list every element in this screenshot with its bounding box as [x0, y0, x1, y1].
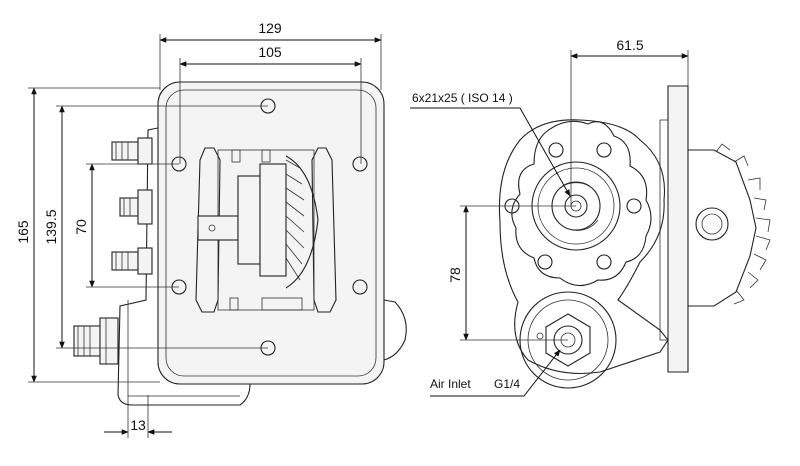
dim-offset-bottom: 13 — [130, 417, 146, 433]
left-studs — [111, 137, 153, 275]
dim-depth-side: 61.5 — [616, 37, 643, 53]
output-gear — [688, 143, 771, 307]
front-dimensions — [28, 34, 382, 438]
side-flange — [667, 85, 689, 373]
dim-width-overall: 129 — [258, 20, 282, 36]
dim-width-holes: 105 — [258, 44, 282, 60]
pump-housing — [498, 119, 669, 375]
housing-bulge — [383, 299, 407, 361]
air-inlet-thread: G1/4 — [494, 377, 520, 391]
front-view: 129 105 165 139.5 70 13 — [15, 20, 407, 438]
dim-height-overall: 165 — [15, 220, 31, 244]
dim-height-holes: 139.5 — [43, 209, 59, 244]
air-inlet-label: Air Inlet — [430, 377, 471, 391]
side-dimensions — [410, 50, 689, 397]
dim-height-inner: 70 — [73, 219, 89, 235]
side-view: 61.5 78 6x21x25 ( ISO 14 ) Air Inlet G1/… — [410, 37, 771, 397]
dim-spacing-vertical: 78 — [447, 267, 463, 283]
shaft-spec-label: 6x21x25 ( ISO 14 ) — [412, 91, 513, 105]
air-fitting-left — [73, 317, 119, 365]
flange-inner-outline — [165, 89, 377, 377]
housing-body — [117, 127, 251, 406]
star-flange — [511, 120, 652, 287]
gear-mechanism — [195, 147, 337, 313]
